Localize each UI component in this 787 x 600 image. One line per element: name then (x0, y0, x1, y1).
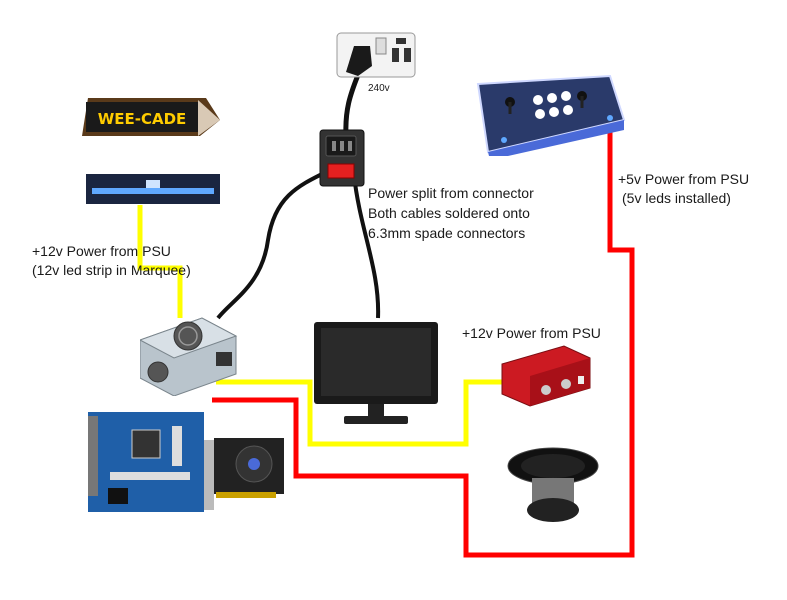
monitor-icon (314, 322, 438, 424)
led-strip-icon (86, 174, 220, 204)
motherboard (88, 412, 204, 512)
speaker-icon (507, 447, 599, 522)
mains-wire-connector-to-monitor (352, 174, 381, 319)
voltage-label: 240v (368, 83, 390, 94)
splitter-label-line1: Power split from connector (368, 185, 534, 201)
motherboard-icon (88, 412, 204, 512)
marquee: WEE-CADE (78, 92, 224, 140)
graphics-card (204, 436, 286, 512)
arcade-controller-icon (476, 74, 626, 160)
speaker (506, 446, 600, 526)
power-connector (318, 128, 366, 188)
amplifier-icon (501, 345, 591, 407)
arcade-controller (470, 70, 626, 160)
wall-socket (336, 32, 416, 78)
mains-wire-plug-to-connector (343, 74, 361, 136)
red-wire-controller (212, 118, 635, 558)
controller-label-line2: (5v leds installed) (622, 190, 731, 206)
splitter-label-line2: Both cables soldered onto (368, 205, 530, 221)
amplifier (500, 344, 592, 408)
marquee-label-line1: +12v Power from PSU (32, 243, 171, 259)
led-strip (86, 174, 220, 204)
yellow-wire-amplifier (216, 379, 502, 447)
psu-icon (138, 317, 238, 397)
mains-wire-connector-to-psu (216, 168, 331, 320)
wall-socket-icon (336, 32, 416, 78)
yellow-wire-marquee (137, 205, 183, 318)
marquee-label-line2: (12v led strip in Marquee) (32, 262, 191, 278)
marquee-icon: WEE-CADE (82, 98, 220, 136)
marquee-logo: WEE-CADE (98, 110, 187, 128)
monitor (314, 322, 438, 430)
graphics-card-icon (204, 438, 284, 510)
amplifier-label-line1: +12v Power from PSU (462, 325, 601, 341)
power-switch-icon (319, 129, 365, 187)
power-supply-unit (138, 316, 240, 397)
controller-label-line1: +5v Power from PSU (618, 171, 750, 187)
splitter-label-line3: 6.3mm spade connectors (368, 225, 526, 241)
